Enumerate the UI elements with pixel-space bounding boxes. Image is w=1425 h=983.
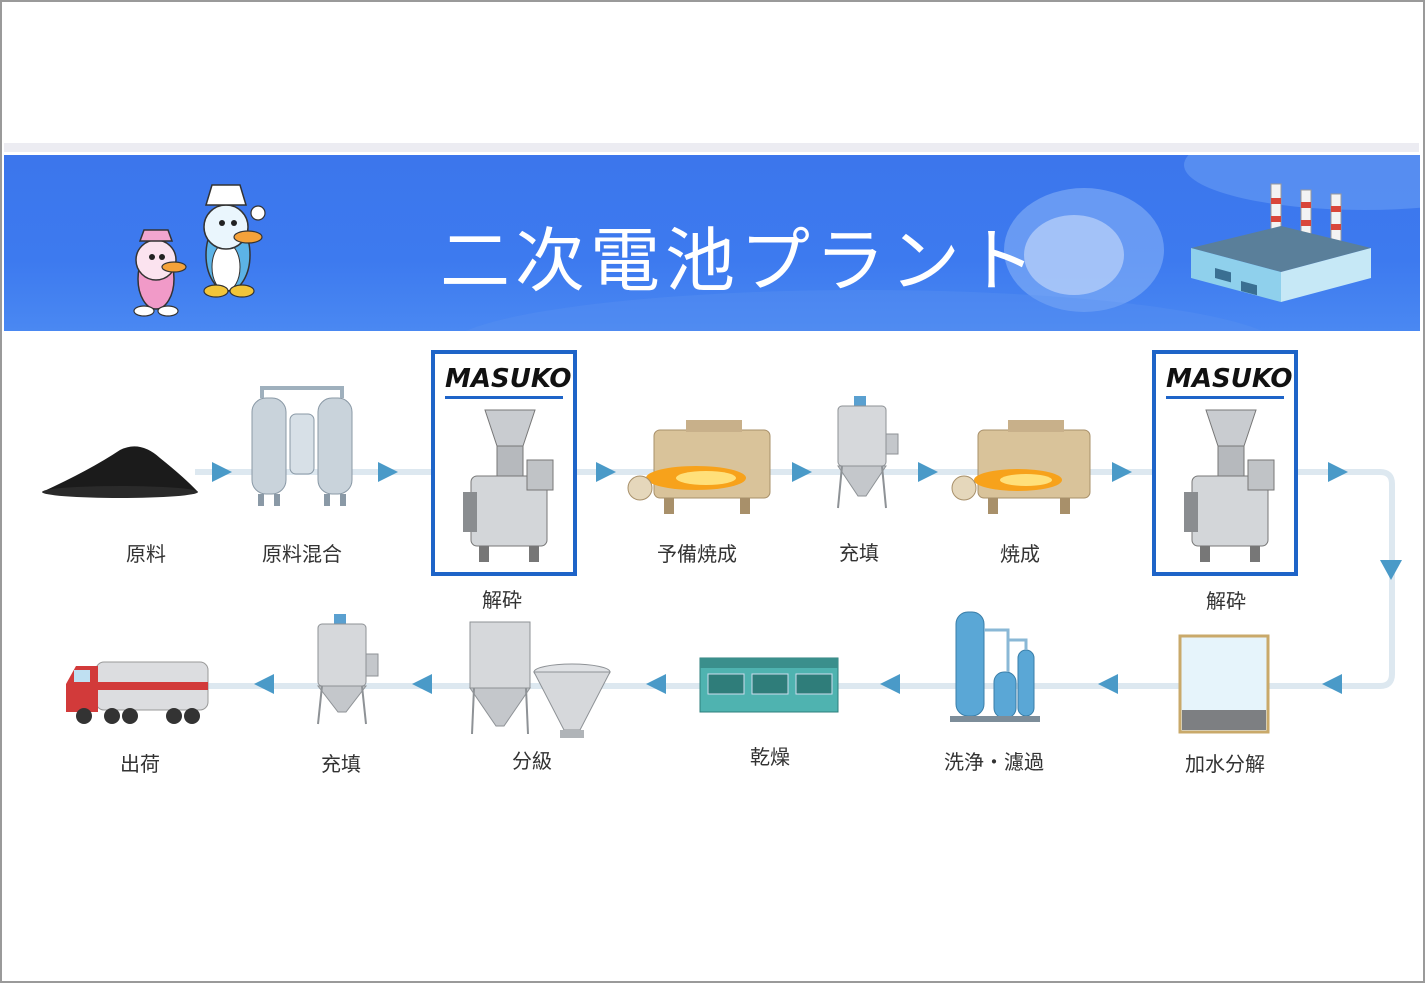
step-label-raw: 原料 [126,542,166,566]
arrow-left [880,674,900,694]
dryer-icon [699,657,839,713]
hydrolysis-tank-icon [1178,634,1270,734]
arrow-right [378,462,398,482]
banner-decoration [465,155,1420,331]
arrow-down [1380,560,1402,580]
tanker-truck-icon [66,661,209,724]
arrow-left [412,674,432,694]
step-label-fill-1: 充填 [839,541,879,565]
mascot-icon [133,184,266,317]
step-label-calc: 焼成 [1000,542,1040,566]
flow-pipe [180,469,1395,689]
step-label-classify: 分級 [512,749,552,773]
step-label-hydrolysis: 加水分解 [1185,752,1265,776]
fill-hopper-icon [837,396,899,509]
masuko-crusher-box-2: MASUKO [1152,350,1298,576]
masuko-crusher-box-1: MASUKO [431,350,577,576]
arrow-right [212,462,232,482]
step-label-crush-2: 解砕 [1206,589,1246,613]
step-label-precalc: 予備焼成 [657,542,737,566]
mixer-tanks-icon [251,386,353,506]
flow-arrows [212,462,1402,694]
arrow-right [1112,462,1132,482]
arrow-right [918,462,938,482]
masuko-logo: MASUKO [445,362,571,399]
divider [4,143,1419,152]
step-label-dry: 乾燥 [750,745,790,769]
step-label-wash-filter: 洗浄・濾過 [944,750,1044,774]
page-title: 二次電池プラント [440,220,1040,302]
fill-hopper-icon [316,614,379,725]
factory-icon [1191,183,1371,302]
kiln-icon [627,420,771,514]
raw-powder-icon [42,446,198,498]
step-label-crush-1: 解砕 [482,588,522,612]
arrow-left [254,674,274,694]
classifier-icon [469,621,611,738]
kiln-icon [951,420,1091,514]
arrow-left [646,674,666,694]
crusher-machine-icon [463,409,554,562]
arrow-right [792,462,812,482]
arrow-left [1098,674,1118,694]
arrow-left [1322,674,1342,694]
step-label-mix: 原料混合 [262,542,342,566]
arrow-right [596,462,616,482]
crusher-machine-icon [1184,409,1275,562]
masuko-logo: MASUKO [1166,362,1292,399]
step-label-ship: 出荷 [120,752,160,776]
wash-filter-icon [950,611,1040,722]
step-label-fill-2: 充填 [321,752,361,776]
arrow-right [1328,462,1348,482]
